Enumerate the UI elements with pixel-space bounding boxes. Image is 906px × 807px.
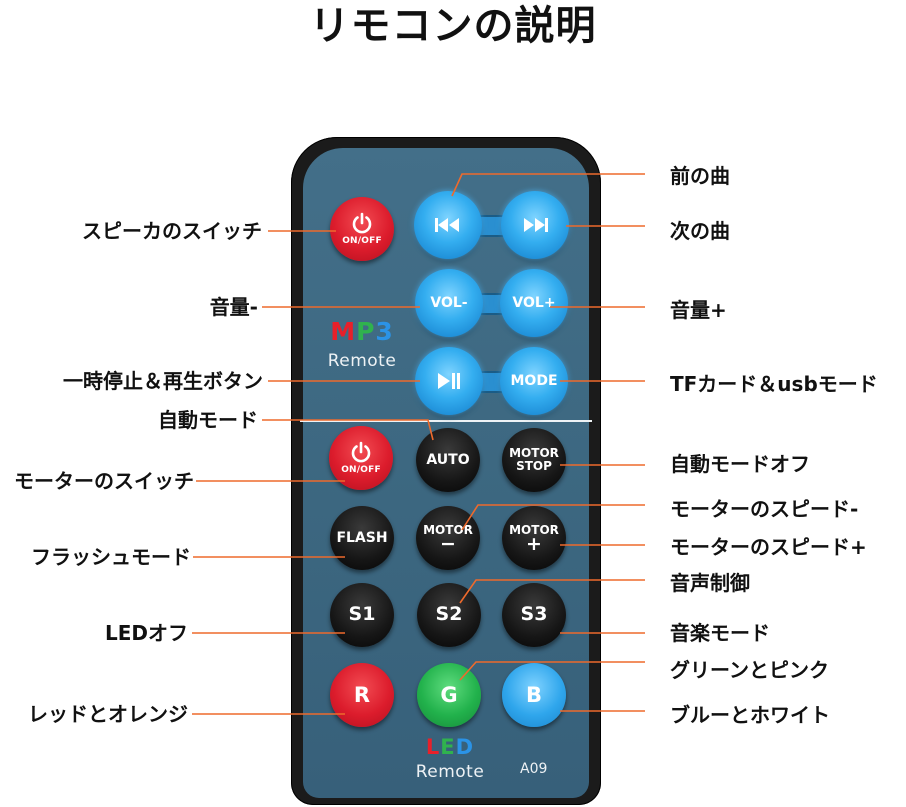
motor-stop-line2: STOP (516, 460, 552, 473)
label-green-pink: グリーンとピンク (670, 658, 829, 682)
label-play-pause: 一時停止＆再生ボタン (63, 369, 263, 393)
auto-button: AUTO (416, 428, 480, 492)
s1-label: S1 (349, 605, 376, 625)
label-auto-mode-off: 自動モードオフ (670, 452, 810, 476)
mp3-logo-letter: M (330, 317, 356, 346)
label-previous-track: 前の曲 (670, 164, 730, 188)
label-flash-mode: フラッシュモード (31, 545, 191, 569)
label-motor-speed-up: モーターのスピード+ (670, 535, 867, 559)
s3-button: S3 (502, 583, 566, 647)
mode-label: MODE (510, 374, 557, 389)
motor-speed-up-button: MOTOR + (502, 506, 566, 570)
s1-button: S1 (330, 583, 394, 647)
label-red-orange: レッドとオレンジ (28, 702, 188, 726)
model-number: A09 (520, 761, 560, 777)
led-logo-letter: L (426, 735, 440, 759)
label-speaker-switch: スピーカのスイッチ (82, 219, 262, 243)
label-blue-white: ブルーとホワイト (670, 703, 830, 727)
s3-label: S3 (521, 605, 548, 625)
speaker-power-button: ON/OFF (330, 197, 394, 261)
power-icon (350, 211, 374, 235)
page-title: リモコンの説明 (0, 2, 906, 50)
play-pause-button (415, 347, 483, 415)
remote-separator (300, 420, 592, 422)
led-remote-text: Remote (400, 762, 500, 782)
red-button: R (330, 663, 394, 727)
label-motor-switch: モーターのスイッチ (14, 469, 194, 493)
volume-up-label: VOL+ (512, 296, 555, 311)
label-motor-speed-down: モーターのスピード- (670, 497, 858, 521)
play-pause-icon (435, 372, 463, 390)
mp3-logo-letter: 3 (375, 317, 393, 346)
volume-down-label: VOL- (430, 296, 467, 311)
label-voice-control: 音声制御 (670, 571, 750, 595)
label-next-track: 次の曲 (670, 219, 730, 243)
label-tf-usb-mode: TFカード＆usbモード (670, 372, 878, 396)
label-volume-down: 音量- (210, 295, 258, 319)
led-logo-letter: E (440, 735, 455, 759)
previous-track-button (414, 191, 482, 259)
volume-up-button: VOL+ (500, 269, 568, 337)
motor-stop-button: MOTOR STOP (502, 428, 566, 492)
mode-button: MODE (500, 347, 568, 415)
next-track-icon (520, 217, 550, 233)
flash-button: FLASH (330, 506, 394, 570)
mp3-logo: MP3 (312, 317, 412, 346)
mp3-remote-text: Remote (312, 351, 412, 371)
blue-button: B (502, 663, 566, 727)
motor-speed-down-button: MOTOR − (416, 506, 480, 570)
previous-track-icon (433, 217, 463, 233)
led-logo-letter: D (456, 735, 474, 759)
auto-label: AUTO (426, 453, 469, 468)
next-track-button (501, 191, 569, 259)
g-label: G (440, 684, 457, 706)
motor-plus-line2: + (526, 536, 542, 552)
power-icon (349, 440, 373, 464)
volume-down-button: VOL- (415, 269, 483, 337)
label-volume-up: 音量+ (670, 298, 727, 322)
b-label: B (526, 684, 542, 706)
r-label: R (354, 684, 370, 706)
label-led-off: LEDオフ (105, 621, 188, 645)
flash-label: FLASH (336, 531, 387, 546)
green-button: G (417, 663, 481, 727)
on-off-label: ON/OFF (342, 237, 382, 246)
motor-minus-line2: − (440, 536, 456, 552)
s2-label: S2 (436, 605, 463, 625)
mp3-logo-letter: P (356, 317, 375, 346)
s2-button: S2 (417, 583, 481, 647)
on-off-label: ON/OFF (341, 466, 381, 475)
label-auto-mode: 自動モード (158, 408, 258, 432)
label-music-mode: 音楽モード (670, 621, 770, 645)
motor-power-button: ON/OFF (329, 426, 393, 490)
led-logo: LED (400, 735, 500, 759)
